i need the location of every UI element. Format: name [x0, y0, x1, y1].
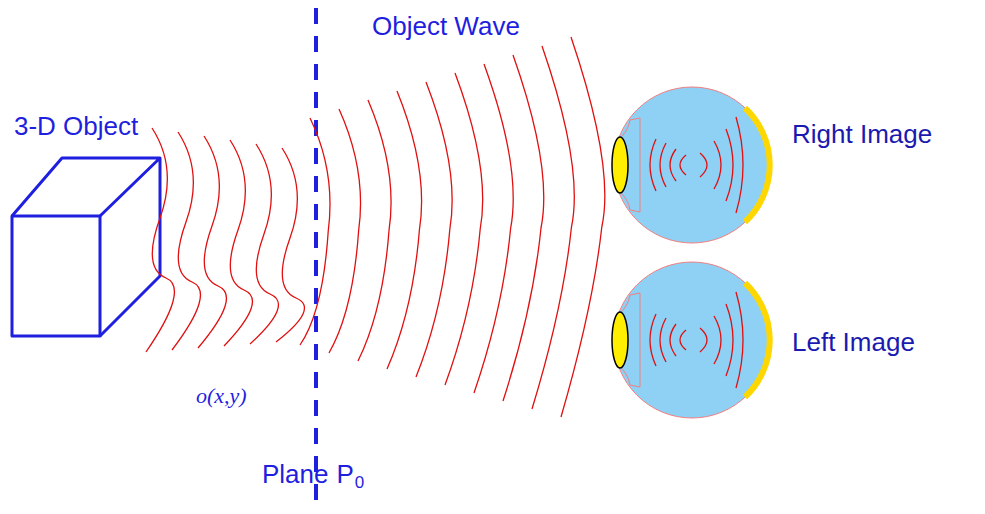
wavefront [387, 91, 422, 369]
object-wave [146, 37, 605, 417]
cube-front-face [12, 216, 100, 336]
eye-wave-arc [726, 129, 733, 201]
wavefront [300, 118, 330, 345]
wavefront [358, 100, 391, 361]
wavefront [224, 140, 252, 346]
left-eye [612, 262, 770, 418]
eye-wave-arc [700, 328, 707, 352]
lens [612, 312, 628, 368]
plane-symbol: P [337, 460, 354, 489]
wavefront [503, 55, 544, 401]
eye-waves [650, 292, 743, 388]
field-label: o(x,y) [196, 384, 247, 408]
image-label: Left Image [792, 328, 915, 357]
right-eye [612, 87, 770, 243]
plane-subscript: 0 [355, 474, 364, 493]
wave-label: Object Wave [372, 12, 520, 41]
wavefront [474, 64, 513, 393]
object-label: 3-D Object [14, 112, 138, 141]
wavefront [416, 82, 452, 377]
eye-wave-arc [670, 149, 676, 181]
eye-wave-arc [714, 316, 721, 364]
wavefront [146, 128, 174, 352]
wavefront [250, 144, 278, 344]
eye-wave-arc [680, 155, 686, 175]
eye-wave-arc [736, 292, 743, 388]
eye-wave-arc [680, 330, 686, 350]
eye-wave-arc [714, 141, 721, 189]
retina [745, 283, 770, 397]
wavefront [172, 132, 200, 350]
wavefront [276, 148, 304, 342]
plane-label: Plane [262, 460, 329, 489]
plane-line [314, 8, 318, 508]
eye-wave-arc [650, 314, 656, 366]
eye-wave-arc [726, 304, 733, 376]
eye-waves [650, 117, 743, 213]
wavefront [561, 37, 605, 417]
wavefront [532, 46, 574, 409]
eye-wave-arc [660, 318, 666, 362]
wavefront [445, 73, 483, 385]
cube-edges [12, 158, 160, 336]
eye-wave-arc [660, 143, 666, 187]
retina [745, 108, 770, 222]
lens [612, 137, 628, 193]
eye-wave-arc [670, 324, 676, 356]
eyeball [614, 87, 770, 243]
wavefront [198, 136, 226, 348]
cube [12, 158, 160, 336]
image-label: Right Image [792, 120, 932, 149]
eye-wave-arc [700, 153, 707, 177]
wavefront [329, 109, 361, 353]
eyeball [614, 262, 770, 418]
eye-wave-arc [650, 139, 656, 191]
eye-wave-arc [736, 117, 743, 213]
